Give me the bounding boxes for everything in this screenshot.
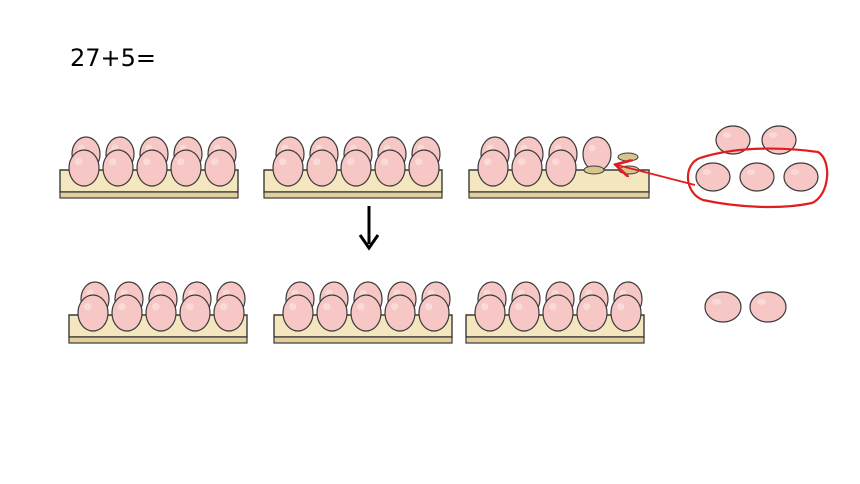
- red-circle-group: [686, 147, 829, 209]
- egg: [610, 294, 642, 332]
- egg: [350, 294, 382, 332]
- equation-text: 27+5=: [70, 44, 157, 72]
- tray-base: [468, 191, 650, 199]
- tray-base: [68, 336, 248, 344]
- tray-base: [59, 191, 239, 199]
- empty-slot: [617, 152, 639, 162]
- egg: [545, 149, 577, 187]
- egg: [204, 149, 236, 187]
- egg: [783, 162, 819, 192]
- egg-tray: [468, 136, 650, 199]
- down-arrow-icon: [358, 206, 380, 251]
- egg: [77, 294, 109, 332]
- egg: [508, 294, 540, 332]
- egg: [316, 294, 348, 332]
- egg: [374, 149, 406, 187]
- egg: [340, 149, 372, 187]
- egg: [213, 294, 245, 332]
- red-arrow-icon: [617, 165, 696, 186]
- tray-base: [273, 336, 453, 344]
- egg: [576, 294, 608, 332]
- egg: [136, 149, 168, 187]
- egg: [179, 294, 211, 332]
- egg-tray: [59, 136, 239, 199]
- egg: [102, 149, 134, 187]
- egg: [408, 149, 440, 187]
- egg-tray: [263, 136, 443, 199]
- egg: [384, 294, 416, 332]
- egg: [282, 294, 314, 332]
- egg: [306, 149, 338, 187]
- egg: [739, 162, 775, 192]
- egg-tray: [273, 281, 453, 344]
- egg: [715, 125, 751, 155]
- egg: [582, 136, 612, 172]
- egg: [170, 149, 202, 187]
- egg-tray: [465, 281, 645, 344]
- egg: [704, 291, 742, 323]
- egg: [418, 294, 450, 332]
- egg: [474, 294, 506, 332]
- egg: [511, 149, 543, 187]
- egg: [761, 125, 797, 155]
- egg: [145, 294, 177, 332]
- egg: [695, 162, 731, 192]
- egg: [477, 149, 509, 187]
- egg: [111, 294, 143, 332]
- egg-tray: [68, 281, 248, 344]
- egg: [68, 149, 100, 187]
- egg: [272, 149, 304, 187]
- tray-base: [465, 336, 645, 344]
- empty-slot: [583, 165, 605, 175]
- tray-base: [263, 191, 443, 199]
- egg: [749, 291, 787, 323]
- egg: [542, 294, 574, 332]
